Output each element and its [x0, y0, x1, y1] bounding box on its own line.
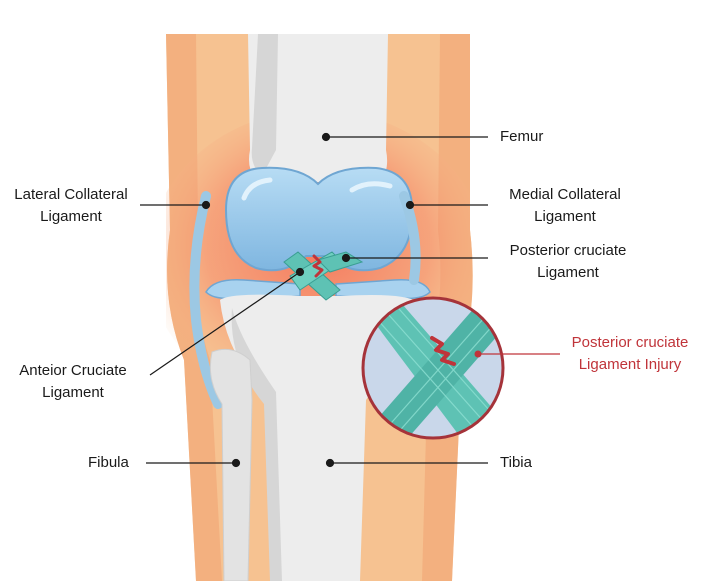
femur-bone [248, 34, 388, 182]
label-anterior-cruciate-ligament: Anteior Cruciate Ligament [19, 362, 127, 401]
label-femur: Femur [500, 128, 544, 145]
injury-magnifier [361, 296, 505, 440]
tear-mark [430, 336, 456, 366]
cruciate-ligaments [283, 251, 364, 301]
injury-leader [474, 350, 560, 358]
meniscus [205, 279, 431, 300]
label-tibia: Tibia [500, 454, 532, 471]
femoral-cartilage [224, 166, 414, 272]
leader-lines [140, 132, 488, 468]
label-medial-collateral-ligament: Medial Collateral Ligament [509, 186, 621, 225]
label-posterior-cruciate-ligament-injury: Posterior cruciate Ligament Injury [571, 334, 689, 373]
label-fibula: Fibula [88, 454, 129, 471]
label-posterior-cruciate-ligament: Posterior cruciate Ligament [509, 242, 627, 281]
label-lateral-collateral-ligament: Lateral Collateral Ligament [14, 186, 128, 225]
fibula-bone [209, 348, 253, 581]
lateral-collateral-ligament [189, 191, 223, 409]
